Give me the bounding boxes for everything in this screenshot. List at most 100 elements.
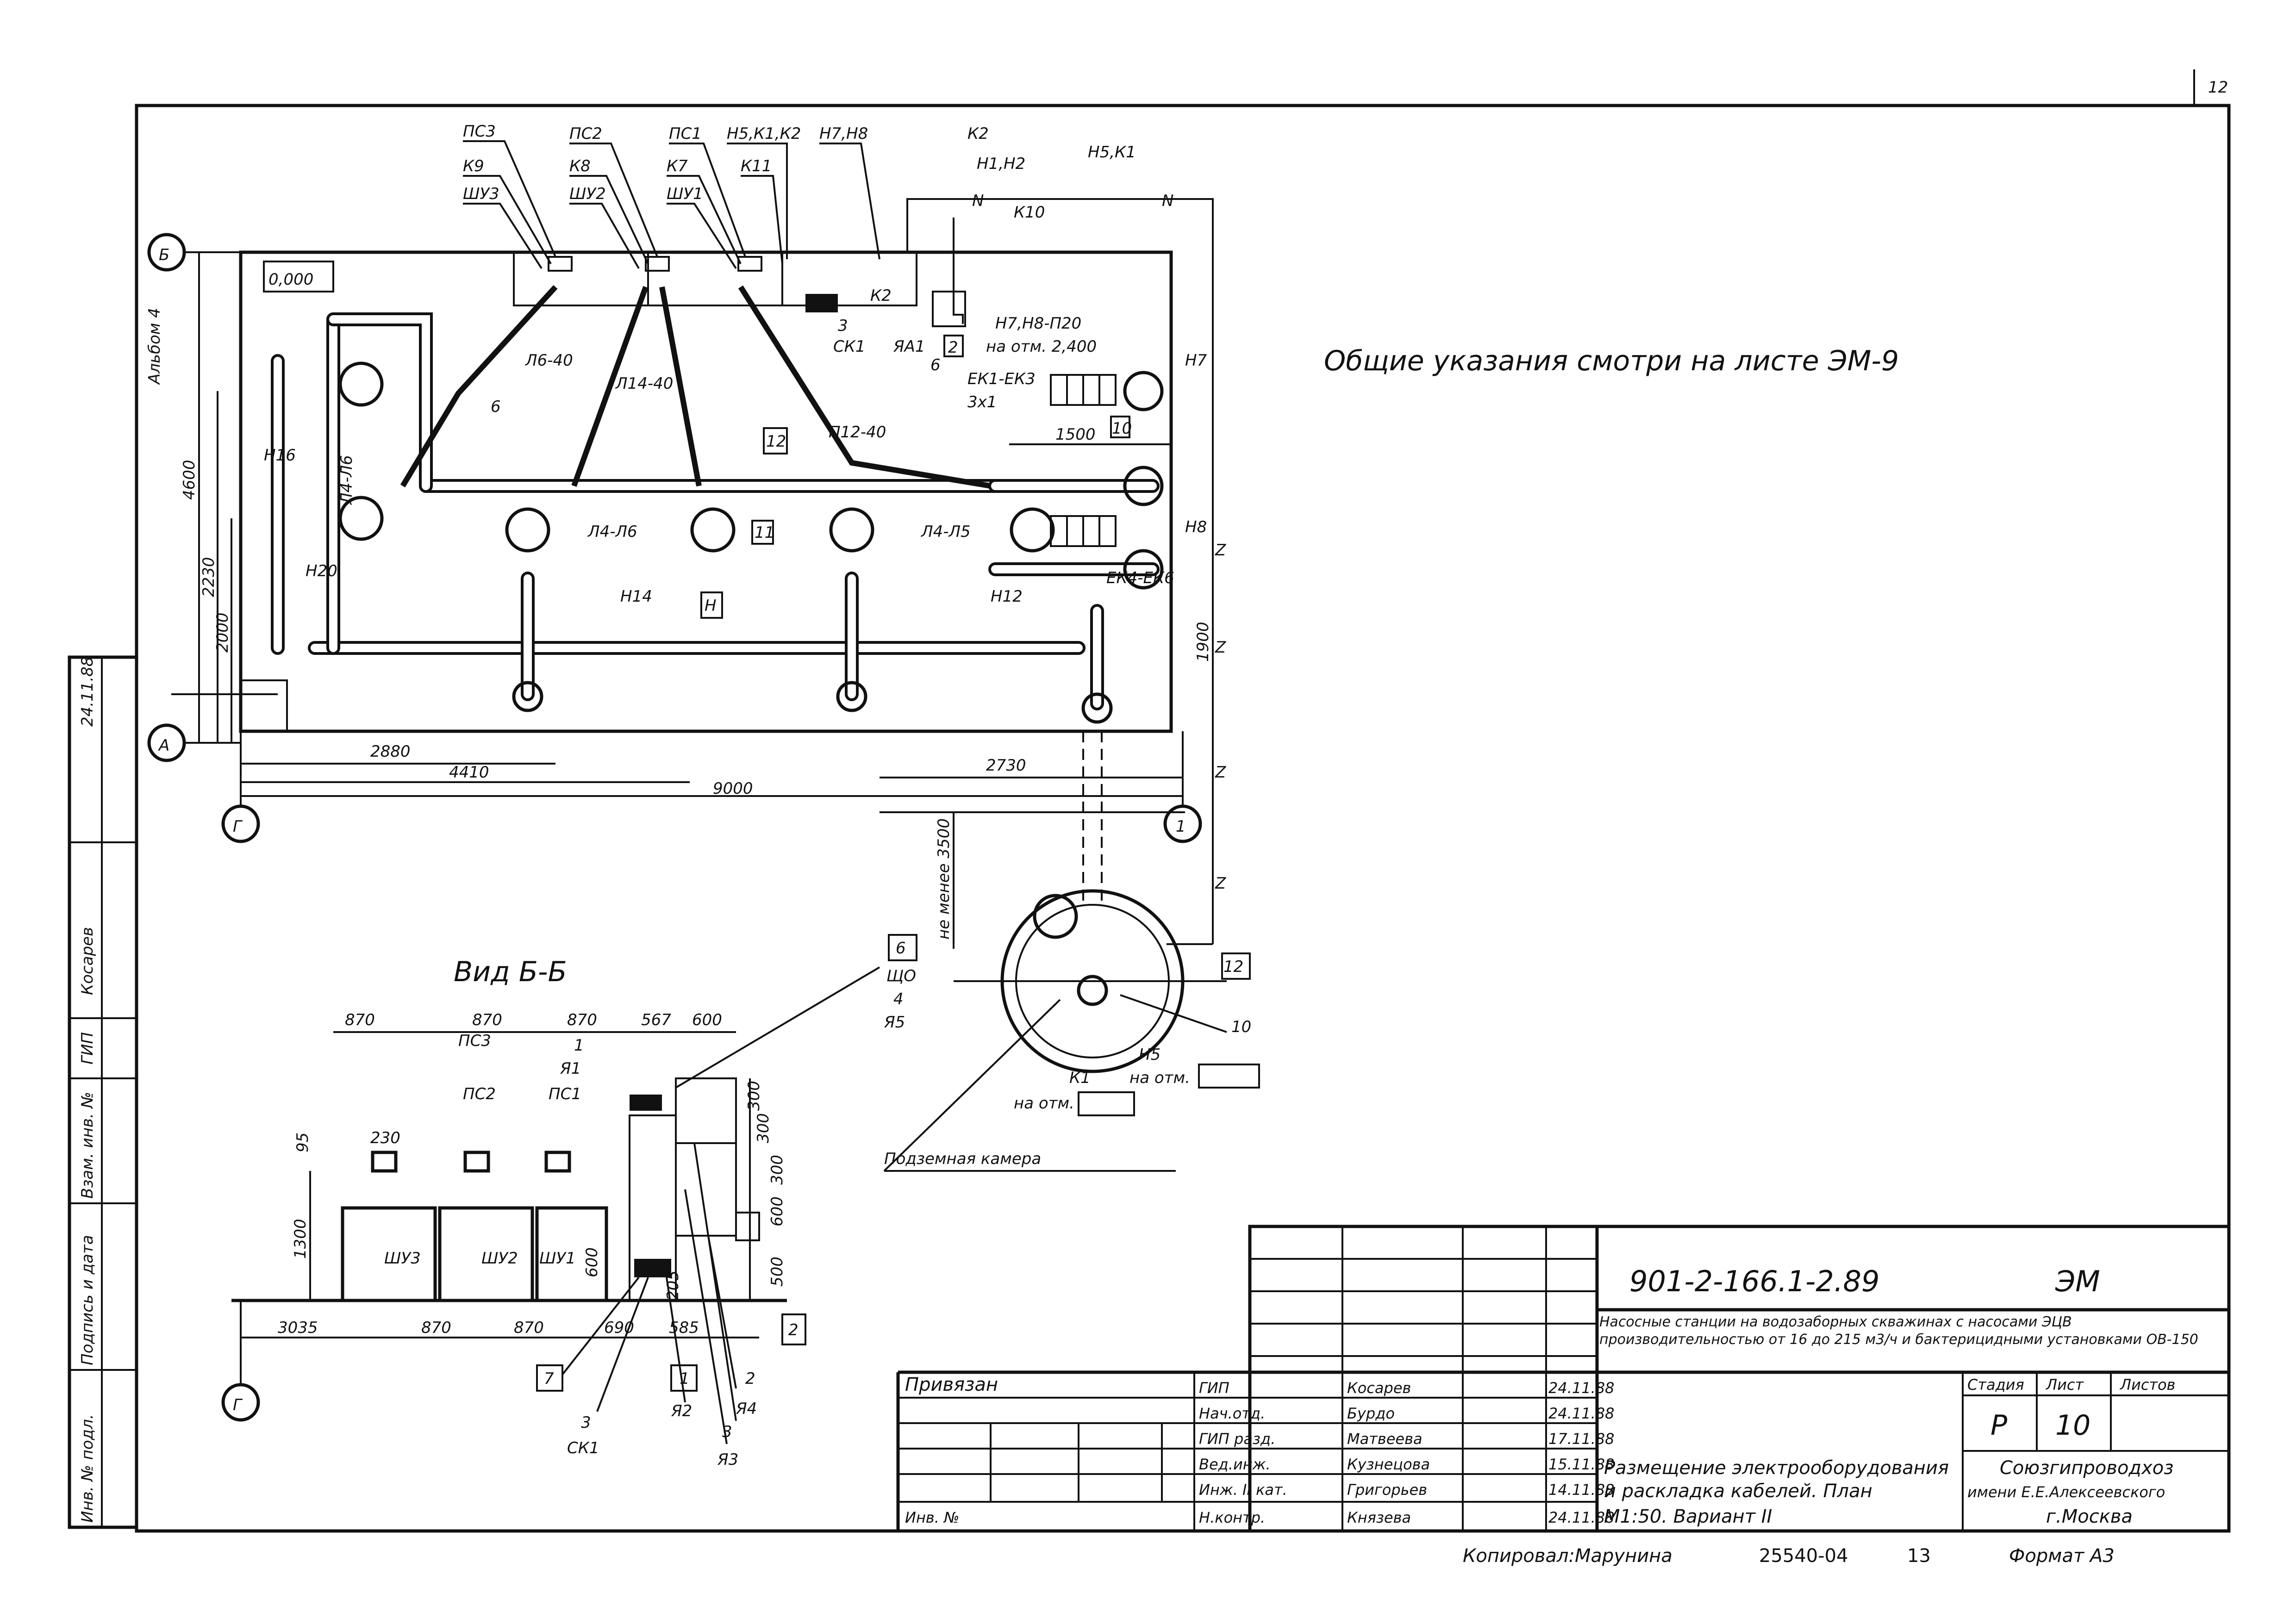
tb-inv-no: Инв. № (905, 1509, 959, 1526)
label-at-elev: на отм. 2,400 (986, 337, 1097, 356)
tb-role-0: ГИП (1199, 1379, 1229, 1397)
label-shu2: ШУ2 (569, 185, 606, 203)
tb-date-1: 24.11.88 (1548, 1405, 1615, 1422)
switch-sk1-view (634, 1259, 671, 1277)
label-ps1: ПС1 (669, 124, 702, 143)
chamber-num-12: 12 (1223, 958, 1243, 976)
dim-not-less-3500: не менее 3500 (935, 818, 953, 940)
title-block: 901-2-166.1-2.89 ЭМ Насосные станции на … (896, 1225, 2231, 1533)
view-d95: 95 (293, 1132, 312, 1152)
label-k2-mid: К2 (870, 286, 892, 305)
view-top-dim-0: 870 (345, 1011, 375, 1029)
side-stamp: ГИП Косарев 24.11.88 Взам. инв. № Подпис… (68, 655, 138, 1529)
general-notes: Общие указания смотри на листе ЭМ-9 (1324, 345, 1899, 377)
chamber-num-10: 10 (1231, 1018, 1251, 1036)
label-h7h8: Н7,Н8 (819, 124, 868, 143)
tb-role-4: Инж. II кат. (1199, 1481, 1287, 1499)
label-z-1: Z (1215, 541, 1226, 560)
pump-3 (829, 507, 874, 553)
label-h5k1: Н5,К1 (1088, 143, 1136, 162)
dim-2730: 2730 (986, 756, 1026, 775)
view-d230: 230 (370, 1129, 400, 1147)
side-kosarev: Косарев (78, 927, 97, 995)
tb-drawing-title-3: М1:50. Вариант II (1604, 1506, 1772, 1527)
view-ya1: Я1 (560, 1059, 581, 1078)
axis-b: Б (159, 246, 169, 264)
chamber-ya5: Я5 (884, 1013, 905, 1032)
label-p12-40: П12-40 (829, 423, 886, 442)
cable-l14-40 (571, 286, 702, 487)
label-k10: К10 (1014, 203, 1045, 222)
label-k7: К7 (667, 157, 688, 175)
cable-p12-40 (738, 285, 991, 489)
label-h7: Н7 (1185, 351, 1207, 370)
label-k9: К9 (463, 157, 484, 175)
tb-org-3: г.Москва (2046, 1506, 2133, 1527)
tb-org-2: имени Е.Е.Алексеевского (1967, 1483, 2165, 1501)
tb-date-2: 17.11.88 (1548, 1430, 1615, 1448)
label-h12: Н12 (991, 587, 1023, 606)
reg-page: 13 (1907, 1545, 1931, 1567)
view-top-dim-3: 567 (641, 1011, 671, 1029)
view-bottom-dim-2: 870 (514, 1319, 544, 1337)
dim-2880: 2880 (370, 742, 411, 761)
box-11-label: 11 (755, 523, 774, 542)
chamber-k1: К1 (1069, 1069, 1091, 1087)
label-z-2: Z (1215, 638, 1226, 657)
box-10 (1110, 416, 1130, 438)
format: Формат А3 (2009, 1545, 2115, 1567)
label-l14-40: Л14-40 (615, 374, 673, 393)
label-3v: 3 (838, 317, 848, 335)
chamber-four: 4 (893, 990, 904, 1008)
dim-2000: 2000 (213, 612, 232, 653)
view-ya3: Я3 (717, 1450, 738, 1469)
view-right-dim-0: 300 (745, 1081, 763, 1111)
label-h16: Н16 (264, 446, 296, 465)
label-l4-l6: Л4-Л6 (587, 523, 637, 541)
chamber-h5: Н5 (1139, 1045, 1160, 1064)
view-bottom-dim-1: 870 (421, 1319, 451, 1337)
view-axis-g: Г (233, 1396, 243, 1414)
tb-name-4: Григорьев (1347, 1481, 1427, 1499)
view-right-dim-3: 600 (768, 1196, 786, 1226)
box-2 (943, 335, 964, 357)
view-right-dim-2: 300 (768, 1155, 786, 1185)
box-h-label: Н (705, 597, 717, 615)
tb-drawing-title-1: Размещение электрооборудования (1604, 1457, 1949, 1479)
side-gip: ГИП (78, 1032, 97, 1064)
label-l6-40: Л6-40 (524, 351, 573, 370)
tb-role-1: Нач.отд. (1199, 1405, 1265, 1422)
tb-role-2: ГИП разд. (1199, 1430, 1275, 1448)
label-h1h2: Н1,Н2 (977, 155, 1025, 173)
label-k2-top: К2 (967, 124, 989, 143)
side-vzam-inv: Взам. инв. № (78, 1092, 97, 1199)
label-ps3: ПС3 (463, 122, 496, 141)
chamber-b-box: 6 (896, 939, 906, 958)
tb-date-4: 14.11.88 (1548, 1481, 1615, 1499)
label-l4-l5: Л4-Л5 (920, 523, 971, 541)
chamber-title: Подземная камера (884, 1150, 1041, 1168)
pump-1 (505, 507, 550, 553)
pump-4 (1010, 507, 1055, 553)
view-right-dim-1: 300 (754, 1113, 773, 1143)
tb-sheet-hdr: Лист (2046, 1376, 2084, 1394)
view-top-dim-1: 870 (472, 1011, 502, 1029)
tb-description: Насосные станции на водозаборных скважин… (1599, 1314, 2198, 1348)
box-12-label: 12 (766, 432, 786, 451)
side-inv-podl: Инв. № подл. (78, 1414, 97, 1523)
view-d205: 205 (664, 1270, 682, 1300)
tb-sheets-hdr: Листов (2120, 1376, 2176, 1394)
dim-4410: 4410 (449, 763, 489, 782)
box-h (700, 591, 723, 619)
underground-chamber: не менее 3500 12 10 Н5 на отм. К1 на отм… (675, 731, 1260, 1172)
view-ya2: Я2 (671, 1402, 692, 1420)
view-d1300: 1300 (291, 1219, 310, 1259)
pipe-left-riser (271, 312, 340, 655)
view-d600: 600 (583, 1247, 601, 1277)
label-ps2: ПС2 (569, 124, 602, 143)
tb-sheet: 10 (2055, 1409, 2090, 1442)
tb-privyazan: Привязан (905, 1374, 998, 1395)
view-ps1: ПС1 (549, 1085, 581, 1103)
dim-2230: 2230 (200, 557, 218, 597)
